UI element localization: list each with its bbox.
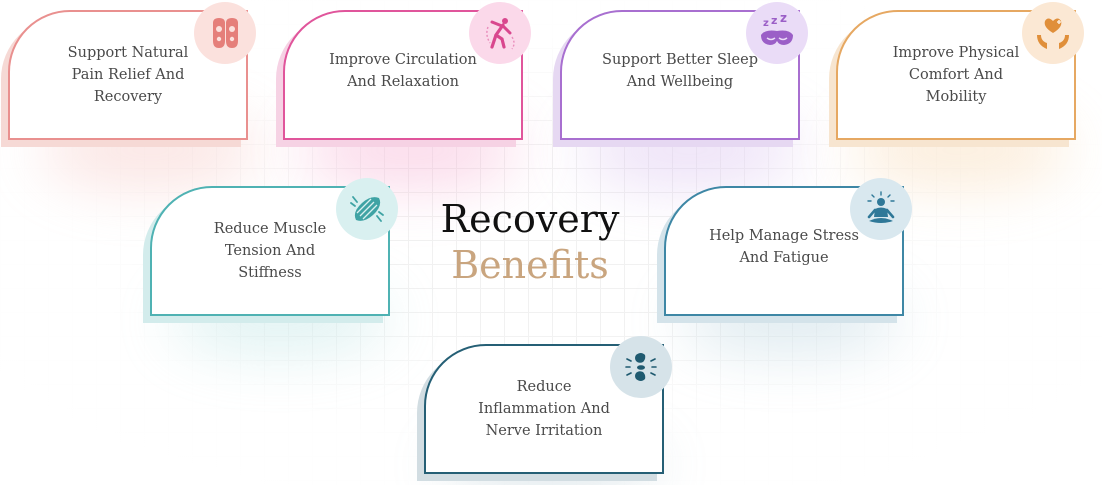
benefit-card-pain-relief: Support Natural Pain Relief And Recovery bbox=[8, 2, 256, 140]
benefit-card-stress: Help Manage Stress And Fatigue bbox=[664, 178, 912, 316]
hands-heart-icon bbox=[1022, 2, 1084, 64]
title-line-recovery: Recovery bbox=[440, 197, 620, 241]
svg-text:z: z bbox=[780, 13, 787, 25]
footprints-icon bbox=[194, 2, 256, 64]
benefit-card-label: Support Natural Pain Relief And Recovery bbox=[67, 45, 189, 105]
title-line-benefits: Benefits bbox=[451, 243, 609, 287]
meditation-icon bbox=[850, 178, 912, 240]
infographic-title: Recovery Benefits bbox=[400, 196, 660, 288]
benefit-card-inflammation: Reduce Inflammation And Nerve Irritation bbox=[424, 336, 672, 474]
sleep-mask-icon: z z z bbox=[746, 2, 808, 64]
svg-text:z: z bbox=[763, 18, 769, 29]
benefit-card-label: Support Better Sleep And Wellbeing bbox=[602, 52, 758, 90]
svg-text:z: z bbox=[771, 14, 777, 27]
benefit-card-label: Reduce Inflammation And Nerve Irritation bbox=[478, 379, 610, 439]
stretching-person-icon bbox=[469, 2, 531, 64]
benefit-card-muscle-tension: Reduce Muscle Tension And Stiffness bbox=[150, 178, 398, 316]
benefit-card-label: Reduce Muscle Tension And Stiffness bbox=[213, 221, 327, 281]
benefit-card-label: Help Manage Stress And Fatigue bbox=[709, 228, 859, 266]
benefit-card-circulation: Improve Circulation And Relaxation bbox=[283, 2, 531, 140]
benefit-card-physical-comfort: Improve Physical Comfort And Mobility bbox=[836, 2, 1084, 140]
muscle-fiber-icon bbox=[336, 178, 398, 240]
benefit-card-label: Improve Physical Comfort And Mobility bbox=[892, 45, 1020, 105]
benefit-card-label: Improve Circulation And Relaxation bbox=[329, 52, 477, 90]
inflamed-joint-icon bbox=[610, 336, 672, 398]
benefit-card-sleep: Support Better Sleep And Wellbeing z z z bbox=[560, 2, 808, 140]
